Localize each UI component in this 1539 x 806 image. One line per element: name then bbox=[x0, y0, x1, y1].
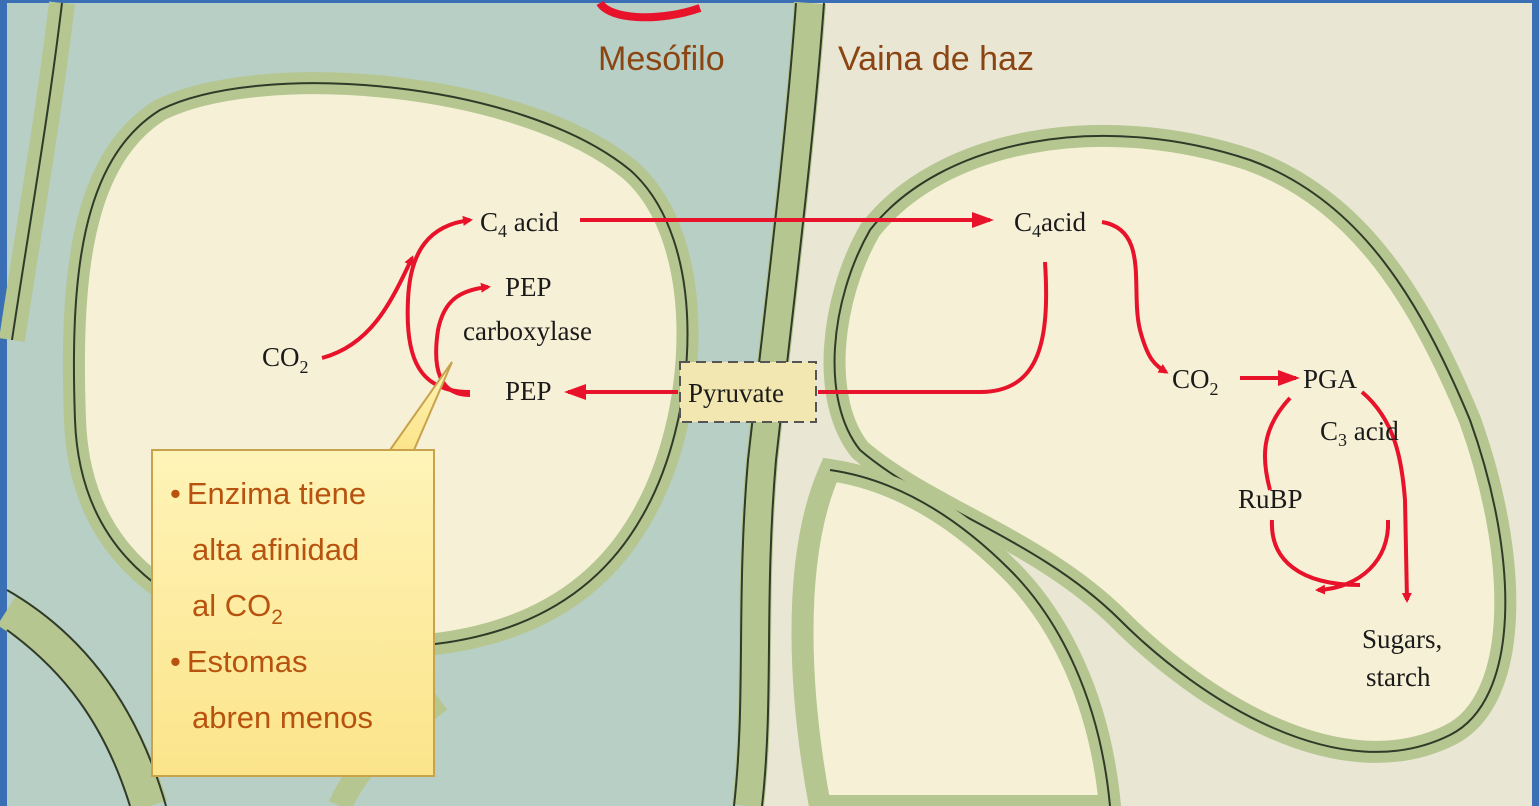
rubp-label: RuBP bbox=[1238, 484, 1303, 514]
pyruvate-box bbox=[679, 361, 817, 423]
c3-acid-label: C3 acid bbox=[1320, 416, 1399, 450]
bundle-c4-acid: C4acid bbox=[1014, 207, 1086, 241]
mesophyll-c4-acid: C4 acid bbox=[480, 207, 559, 241]
callout-bullet-1-line-3: al CO2 bbox=[192, 588, 283, 629]
bundle-co2: CO2 bbox=[1172, 364, 1219, 399]
callout: •Enzima tiene alta afinidad al CO2 •Esto… bbox=[151, 361, 453, 777]
bundle-sheath-cell-outline bbox=[833, 134, 1507, 753]
starch-label: starch bbox=[1366, 662, 1431, 692]
sugars-label: Sugars, bbox=[1362, 624, 1442, 654]
neighbor-cell-outline bbox=[829, 469, 1111, 806]
bundle-sheath-heading: Vaina de haz bbox=[838, 40, 1034, 78]
pyruvate-label: Pyruvate bbox=[688, 378, 784, 408]
pep-top-label: PEP bbox=[505, 272, 552, 302]
top-red-swoosh bbox=[596, 0, 702, 22]
callout-box bbox=[151, 449, 435, 777]
callout-bullet-2: •Estomas bbox=[170, 644, 307, 679]
callout-bullet-1: •Enzima tiene bbox=[170, 476, 366, 511]
carboxylase-label: carboxylase bbox=[463, 316, 592, 346]
mesophyll-co2: CO2 bbox=[262, 342, 309, 377]
mesophyll-cell-outline bbox=[72, 82, 689, 648]
pep-bottom-label: PEP bbox=[505, 376, 552, 406]
mesophyll-arrows bbox=[321, 212, 1049, 400]
mesophyll-heading: Mesófilo bbox=[598, 40, 725, 78]
callout-bullet-1-line-2: alta afinidad bbox=[192, 532, 359, 567]
bundle-sheath-arrows bbox=[1101, 220, 1412, 603]
pga-label: PGA bbox=[1303, 364, 1358, 394]
callout-bullet-2-line-2: abren menos bbox=[192, 700, 373, 735]
